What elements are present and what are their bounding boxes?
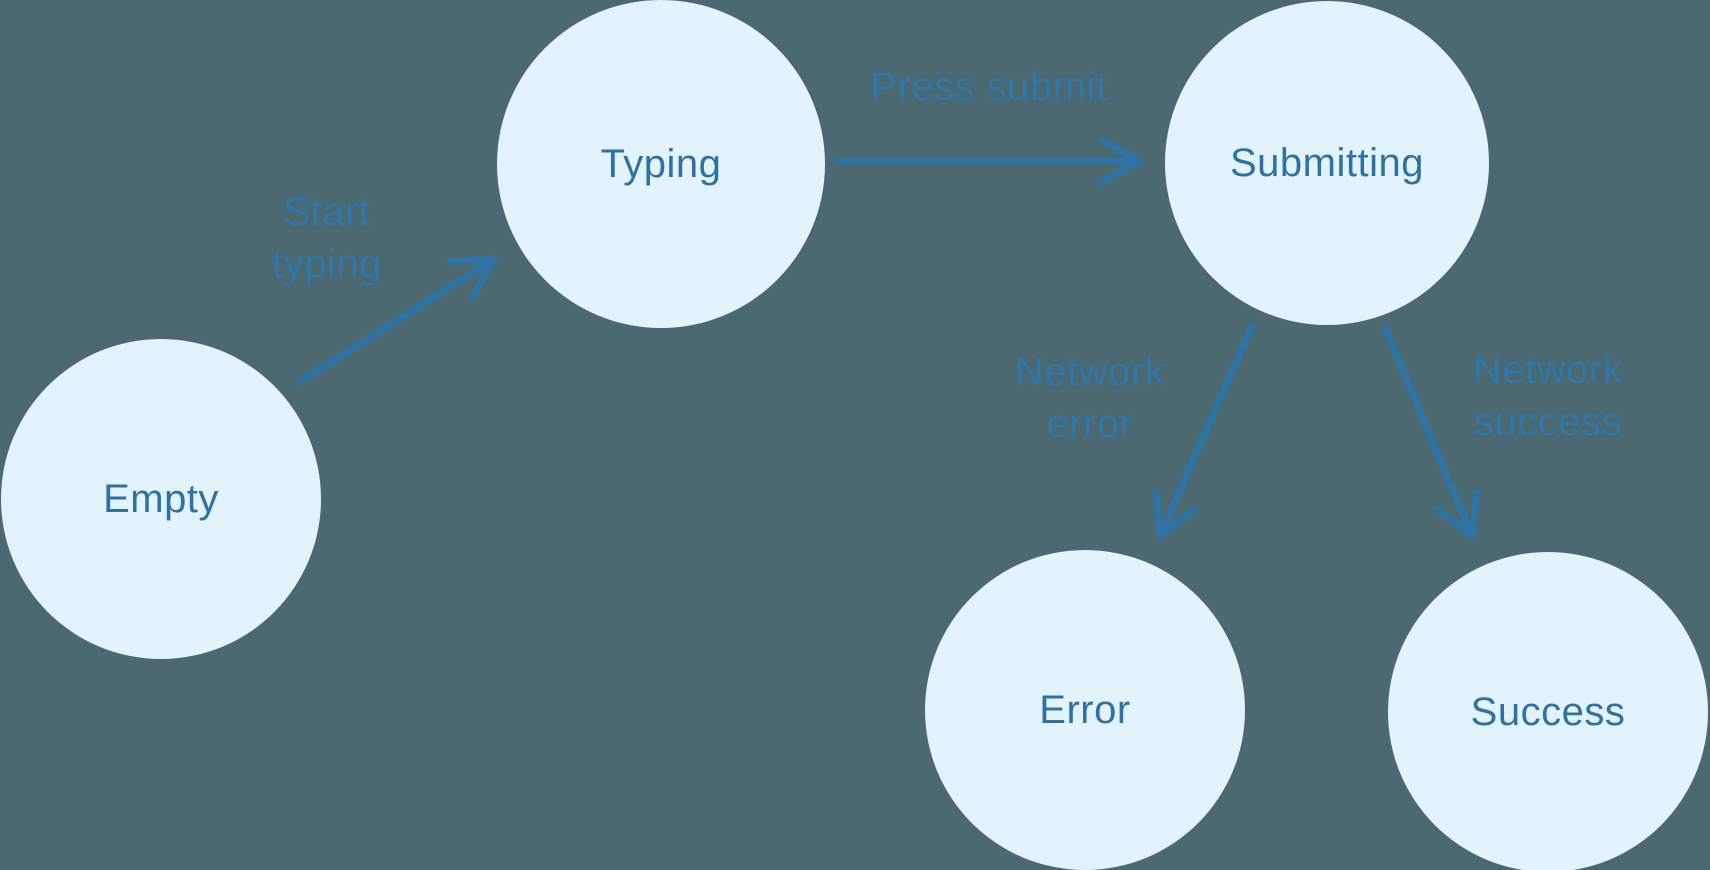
edge-line [296, 255, 498, 386]
state-node-label: Submitting [1230, 140, 1424, 185]
edge-arrow-submitting-to-success [1381, 323, 1481, 540]
edge-label-network-success: Network success [1472, 348, 1624, 444]
arrowhead-icon [1434, 489, 1481, 540]
edge-label-press-submit: Press submit [870, 65, 1108, 109]
edge-arrow-typing-to-submitting [834, 136, 1144, 186]
state-node-label: Typing [600, 141, 722, 186]
state-node-empty: Empty [1, 339, 321, 659]
arrowhead-icon [1152, 489, 1198, 540]
edge-arrow-empty-to-typing [296, 255, 498, 386]
edge-arrow-submitting-to-error [1152, 322, 1256, 540]
state-node-error: Error [925, 550, 1245, 870]
edge-line [1381, 323, 1476, 540]
edge-label-network-error: Network error [1014, 350, 1166, 446]
arrowhead-icon [447, 255, 498, 301]
edge-line [1156, 322, 1256, 540]
state-node-label: Success [1470, 689, 1626, 734]
state-node-label: Empty [103, 476, 219, 521]
state-node-typing: Typing [497, 0, 825, 328]
state-node-submitting: Submitting [1165, 1, 1489, 325]
arrowhead-icon [1098, 136, 1144, 186]
edge-label-start-typing: Start typing [272, 190, 382, 286]
state-node-success: Success [1388, 552, 1708, 870]
state-node-label: Error [1039, 687, 1131, 732]
